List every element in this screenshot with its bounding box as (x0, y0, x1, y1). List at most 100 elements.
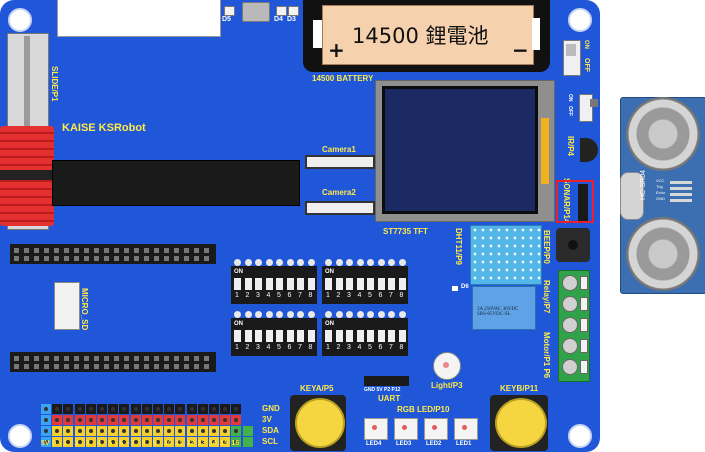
header-pin (194, 256, 199, 261)
dip-knob[interactable] (234, 259, 241, 266)
dip-lever[interactable] (346, 330, 353, 342)
dip-knob[interactable] (378, 311, 385, 318)
dip-knob[interactable] (276, 311, 283, 318)
header-pin (144, 356, 149, 361)
dip-knob[interactable] (399, 259, 406, 266)
dip-lever[interactable] (276, 278, 283, 290)
dip-lever[interactable] (367, 278, 374, 290)
dip-knob[interactable] (336, 259, 343, 266)
dip-knob[interactable] (367, 311, 374, 318)
dip-lever[interactable] (287, 278, 294, 290)
dip-lever[interactable] (255, 330, 262, 342)
dip-lever[interactable] (255, 278, 262, 290)
dip-knob[interactable] (255, 311, 262, 318)
dip-knob[interactable] (297, 259, 304, 266)
dip-lever[interactable] (378, 278, 385, 290)
dip-lever[interactable] (367, 330, 374, 342)
dip-lever[interactable] (287, 330, 294, 342)
dip-knob[interactable] (308, 259, 315, 266)
dip-lever[interactable] (378, 330, 385, 342)
dip-lever[interactable] (297, 330, 304, 342)
dip-lever[interactable] (336, 330, 343, 342)
dip-lever[interactable] (336, 278, 343, 290)
dip-knob[interactable] (266, 259, 273, 266)
dip-knob[interactable] (378, 259, 385, 266)
dip-knob[interactable] (336, 311, 343, 318)
header-pin (174, 256, 179, 261)
dip-lever[interactable] (308, 330, 315, 342)
header-pin (64, 364, 69, 369)
dip-knob[interactable] (287, 311, 294, 318)
dip-lever[interactable] (234, 278, 241, 290)
dip-knob[interactable] (255, 259, 262, 266)
pin-number: 7 (131, 440, 135, 447)
dip-knob[interactable] (357, 259, 364, 266)
dip-lever[interactable] (245, 330, 252, 342)
label-rail-scl: SCL (262, 437, 278, 446)
dip-knob[interactable] (325, 259, 332, 266)
gpio-pin-hole (134, 429, 138, 433)
dip-lever[interactable] (346, 278, 353, 290)
dip-lever[interactable] (357, 278, 364, 290)
header-pin (74, 256, 79, 261)
label-dht: DHT11/P9 (454, 228, 463, 265)
dip-knob[interactable] (367, 259, 374, 266)
dip-number: 1 (326, 292, 330, 299)
dip-knob[interactable] (346, 311, 353, 318)
dip-knob[interactable] (308, 311, 315, 318)
dip-knob[interactable] (266, 311, 273, 318)
dip-lever[interactable] (266, 278, 273, 290)
header-pin (194, 364, 199, 369)
dip-lever[interactable] (266, 330, 273, 342)
dip-knob[interactable] (388, 311, 395, 318)
pin-number: 11 (175, 440, 182, 447)
dip-number: 7 (389, 344, 393, 351)
tft-flex (541, 118, 549, 184)
header-pin (114, 356, 119, 361)
keyb-cap[interactable] (495, 398, 547, 448)
dip-knob[interactable] (287, 259, 294, 266)
dip-knob[interactable] (388, 259, 395, 266)
dip-lever[interactable] (388, 330, 395, 342)
dip-lever[interactable] (234, 330, 241, 342)
gpio-pin-hole (134, 418, 138, 422)
dip-lever[interactable] (325, 330, 332, 342)
label-motor: Motor/P1 P6 (542, 332, 551, 378)
rgb-led-label: LED3 (396, 441, 411, 447)
dip-number: 2 (337, 344, 341, 351)
label-switch2-off: OFF (567, 106, 573, 116)
battery-plus: + (328, 38, 345, 62)
screw (562, 338, 578, 354)
header-pin (94, 248, 99, 253)
dip-knob[interactable] (346, 259, 353, 266)
gpio-pin-hole (212, 429, 216, 433)
dip-knob[interactable] (276, 259, 283, 266)
dip-knob[interactable] (357, 311, 364, 318)
dip-knob[interactable] (245, 311, 252, 318)
pin-number: 3 (86, 440, 90, 447)
dip-knob[interactable] (234, 311, 241, 318)
gpio-pin-hole (156, 429, 160, 433)
dip-number: 3 (256, 292, 260, 299)
dip-lever[interactable] (357, 330, 364, 342)
pin-number: 2 (75, 440, 79, 447)
dip-on-1: ON (234, 269, 243, 275)
dip-lever[interactable] (297, 278, 304, 290)
dip-lever[interactable] (276, 330, 283, 342)
sonar-pin-label: VCC (656, 178, 664, 183)
dip-knob[interactable] (245, 259, 252, 266)
dip-knob[interactable] (399, 311, 406, 318)
pin-number: 16 (231, 440, 239, 447)
dip-knob[interactable] (325, 311, 332, 318)
gpio-pin-hole (145, 407, 149, 411)
dip-lever[interactable] (308, 278, 315, 290)
dip-lever[interactable] (399, 330, 406, 342)
dip-lever[interactable] (325, 278, 332, 290)
gpio-pin-hole (212, 407, 216, 411)
dip-knob[interactable] (297, 311, 304, 318)
dip-lever[interactable] (388, 278, 395, 290)
dip-lever[interactable] (399, 278, 406, 290)
gpio-pin-hole (190, 429, 194, 433)
keya-cap[interactable] (295, 398, 345, 448)
dip-lever[interactable] (245, 278, 252, 290)
